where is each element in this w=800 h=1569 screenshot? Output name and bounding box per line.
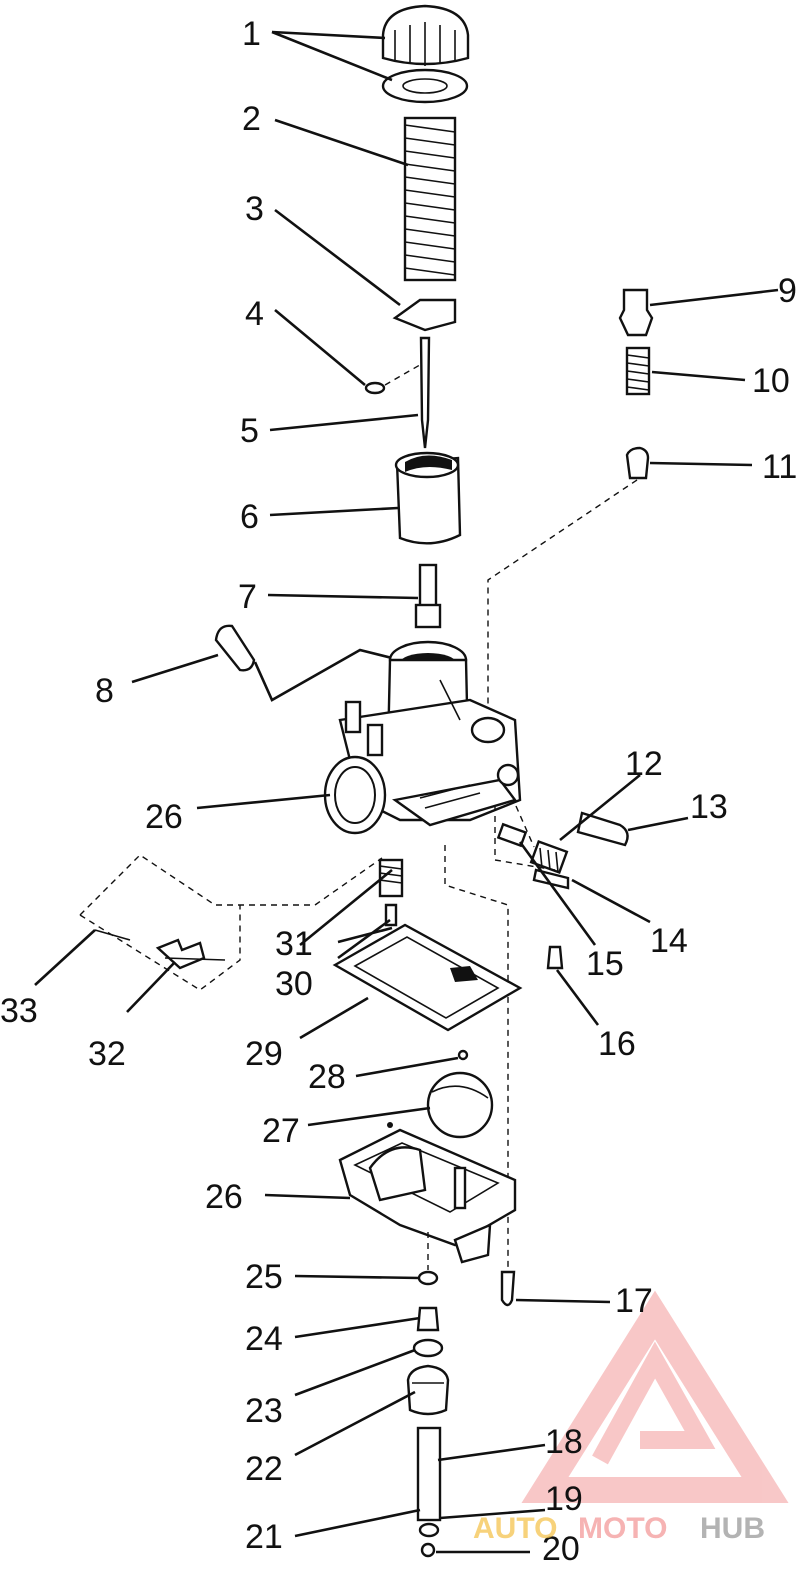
pilot-screw-set xyxy=(618,288,654,480)
label-part-3: 3 xyxy=(245,190,264,228)
spring xyxy=(403,116,457,282)
label-part-23: 23 xyxy=(245,1392,283,1430)
watermark-auto: AUTO xyxy=(473,1512,557,1545)
label-part-16: 16 xyxy=(598,1025,636,1063)
label-part-28: 28 xyxy=(308,1058,346,1096)
label-part-30: 30 xyxy=(275,965,313,1003)
watermark-moto: MOTO xyxy=(578,1512,667,1545)
label-part-18: 18 xyxy=(545,1423,583,1461)
label-part-2: 2 xyxy=(242,100,261,138)
label-part-21: 21 xyxy=(245,1518,283,1556)
label-part-27: 27 xyxy=(262,1112,300,1150)
watermark-text: AUTO MOTO HUB xyxy=(473,1512,765,1545)
label-part-1: 1 xyxy=(242,15,261,53)
part-labels: 1 2 3 4 5 6 7 8 9 10 11 12 13 14 15 16 1… xyxy=(0,15,797,1568)
label-part-19: 19 xyxy=(545,1480,583,1518)
bottom-jet-stack xyxy=(406,1270,450,1558)
main-jet-set xyxy=(378,858,404,927)
drain-plug xyxy=(546,945,564,970)
air-screw-set xyxy=(515,805,629,875)
throttle-slide xyxy=(394,451,462,545)
label-part-6: 6 xyxy=(240,498,259,536)
label-part-32: 32 xyxy=(88,1035,126,1073)
label-part-13: 13 xyxy=(690,788,728,826)
label-part-25: 25 xyxy=(245,1258,283,1296)
label-part-22: 22 xyxy=(245,1450,283,1488)
label-part-8: 8 xyxy=(95,672,114,710)
label-part-11: 11 xyxy=(762,448,797,486)
bowl-screw xyxy=(500,1270,516,1307)
float-bowl xyxy=(338,1122,517,1264)
float-bowl-gasket xyxy=(332,923,523,1032)
label-part-10: 10 xyxy=(752,362,790,400)
top-cap xyxy=(381,4,470,104)
label-part-33: 33 xyxy=(0,992,38,1030)
label-part-5: 5 xyxy=(240,412,259,450)
label-part-14: 14 xyxy=(650,922,688,960)
label-part-9: 9 xyxy=(778,272,797,310)
label-part-15: 15 xyxy=(586,945,624,983)
choke-bracket xyxy=(79,854,383,991)
watermark-logo xyxy=(521,1290,789,1503)
label-part-29: 29 xyxy=(245,1035,283,1073)
watermark-hub: HUB xyxy=(700,1512,765,1545)
carburetor-body xyxy=(323,640,522,835)
e-clip xyxy=(364,381,386,395)
needle-jet xyxy=(414,563,442,629)
label-part-26-body: 26 xyxy=(145,798,183,836)
float xyxy=(426,1071,494,1139)
label-part-24: 24 xyxy=(245,1320,283,1358)
label-part-20: 20 xyxy=(542,1530,580,1564)
leader-lines xyxy=(34,30,779,1554)
needle-plate xyxy=(392,298,457,332)
label-part-7: 7 xyxy=(238,578,257,616)
parts-drawing xyxy=(79,4,654,1558)
label-part-31: 31 xyxy=(275,925,313,963)
label-part-26-bowl: 26 xyxy=(205,1178,243,1216)
label-part-12: 12 xyxy=(625,745,663,783)
jet-needle xyxy=(419,336,431,449)
label-part-17: 17 xyxy=(615,1282,653,1320)
float-pin xyxy=(457,1049,469,1061)
label-part-4: 4 xyxy=(245,295,264,333)
rubber-cap xyxy=(214,624,256,672)
